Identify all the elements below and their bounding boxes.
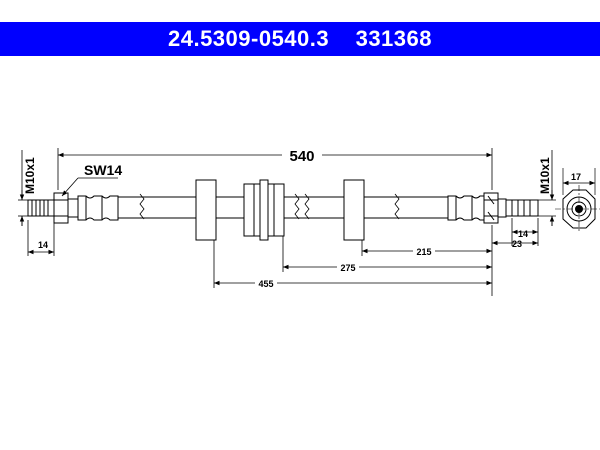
left-thread-fitting xyxy=(27,192,119,224)
end-view xyxy=(555,168,600,233)
dim-275-label: 275 xyxy=(340,263,355,273)
dim-455-label-bg xyxy=(255,278,277,288)
thread-right-label: M10x1 xyxy=(538,157,552,194)
thread-left-label: M10x1 xyxy=(23,157,37,194)
hose-assembly xyxy=(27,179,539,241)
wrench-size-label: SW14 xyxy=(84,162,122,178)
dim-215-label: 215 xyxy=(416,247,431,257)
part-number: 24.5309-0540.3 xyxy=(167,26,330,51)
total-length-label: 540 xyxy=(289,148,314,165)
middle-clip xyxy=(243,179,285,241)
grommet-2 xyxy=(343,179,365,241)
dim-14-left-label: 14 xyxy=(38,240,48,250)
total-length-label-bg xyxy=(282,145,322,163)
break-mark xyxy=(304,193,310,220)
grommet-1 xyxy=(195,179,217,241)
title-text: 24.5309-0540.3 331368 xyxy=(168,26,432,52)
break-mark xyxy=(294,193,300,220)
reference-number: 331368 xyxy=(355,26,432,51)
dim-14-right-label: 14 xyxy=(518,229,528,239)
dim-275-label-bg xyxy=(337,262,359,272)
title-bar-background xyxy=(0,22,600,56)
dim-17-label: 17 xyxy=(571,172,581,182)
right-thread-fitting xyxy=(447,192,539,224)
break-mark xyxy=(394,193,400,220)
dim-215-label-bg xyxy=(413,246,435,256)
break-mark xyxy=(139,193,145,220)
title-bar: 24.5309-0540.3 331368 xyxy=(0,22,600,56)
dim-455-label: 455 xyxy=(258,279,273,289)
dimension-labels: M10x1 M10x1 540 SW14 14 14 23 17 215 275… xyxy=(23,145,581,289)
dim-23-label: 23 xyxy=(512,239,522,249)
